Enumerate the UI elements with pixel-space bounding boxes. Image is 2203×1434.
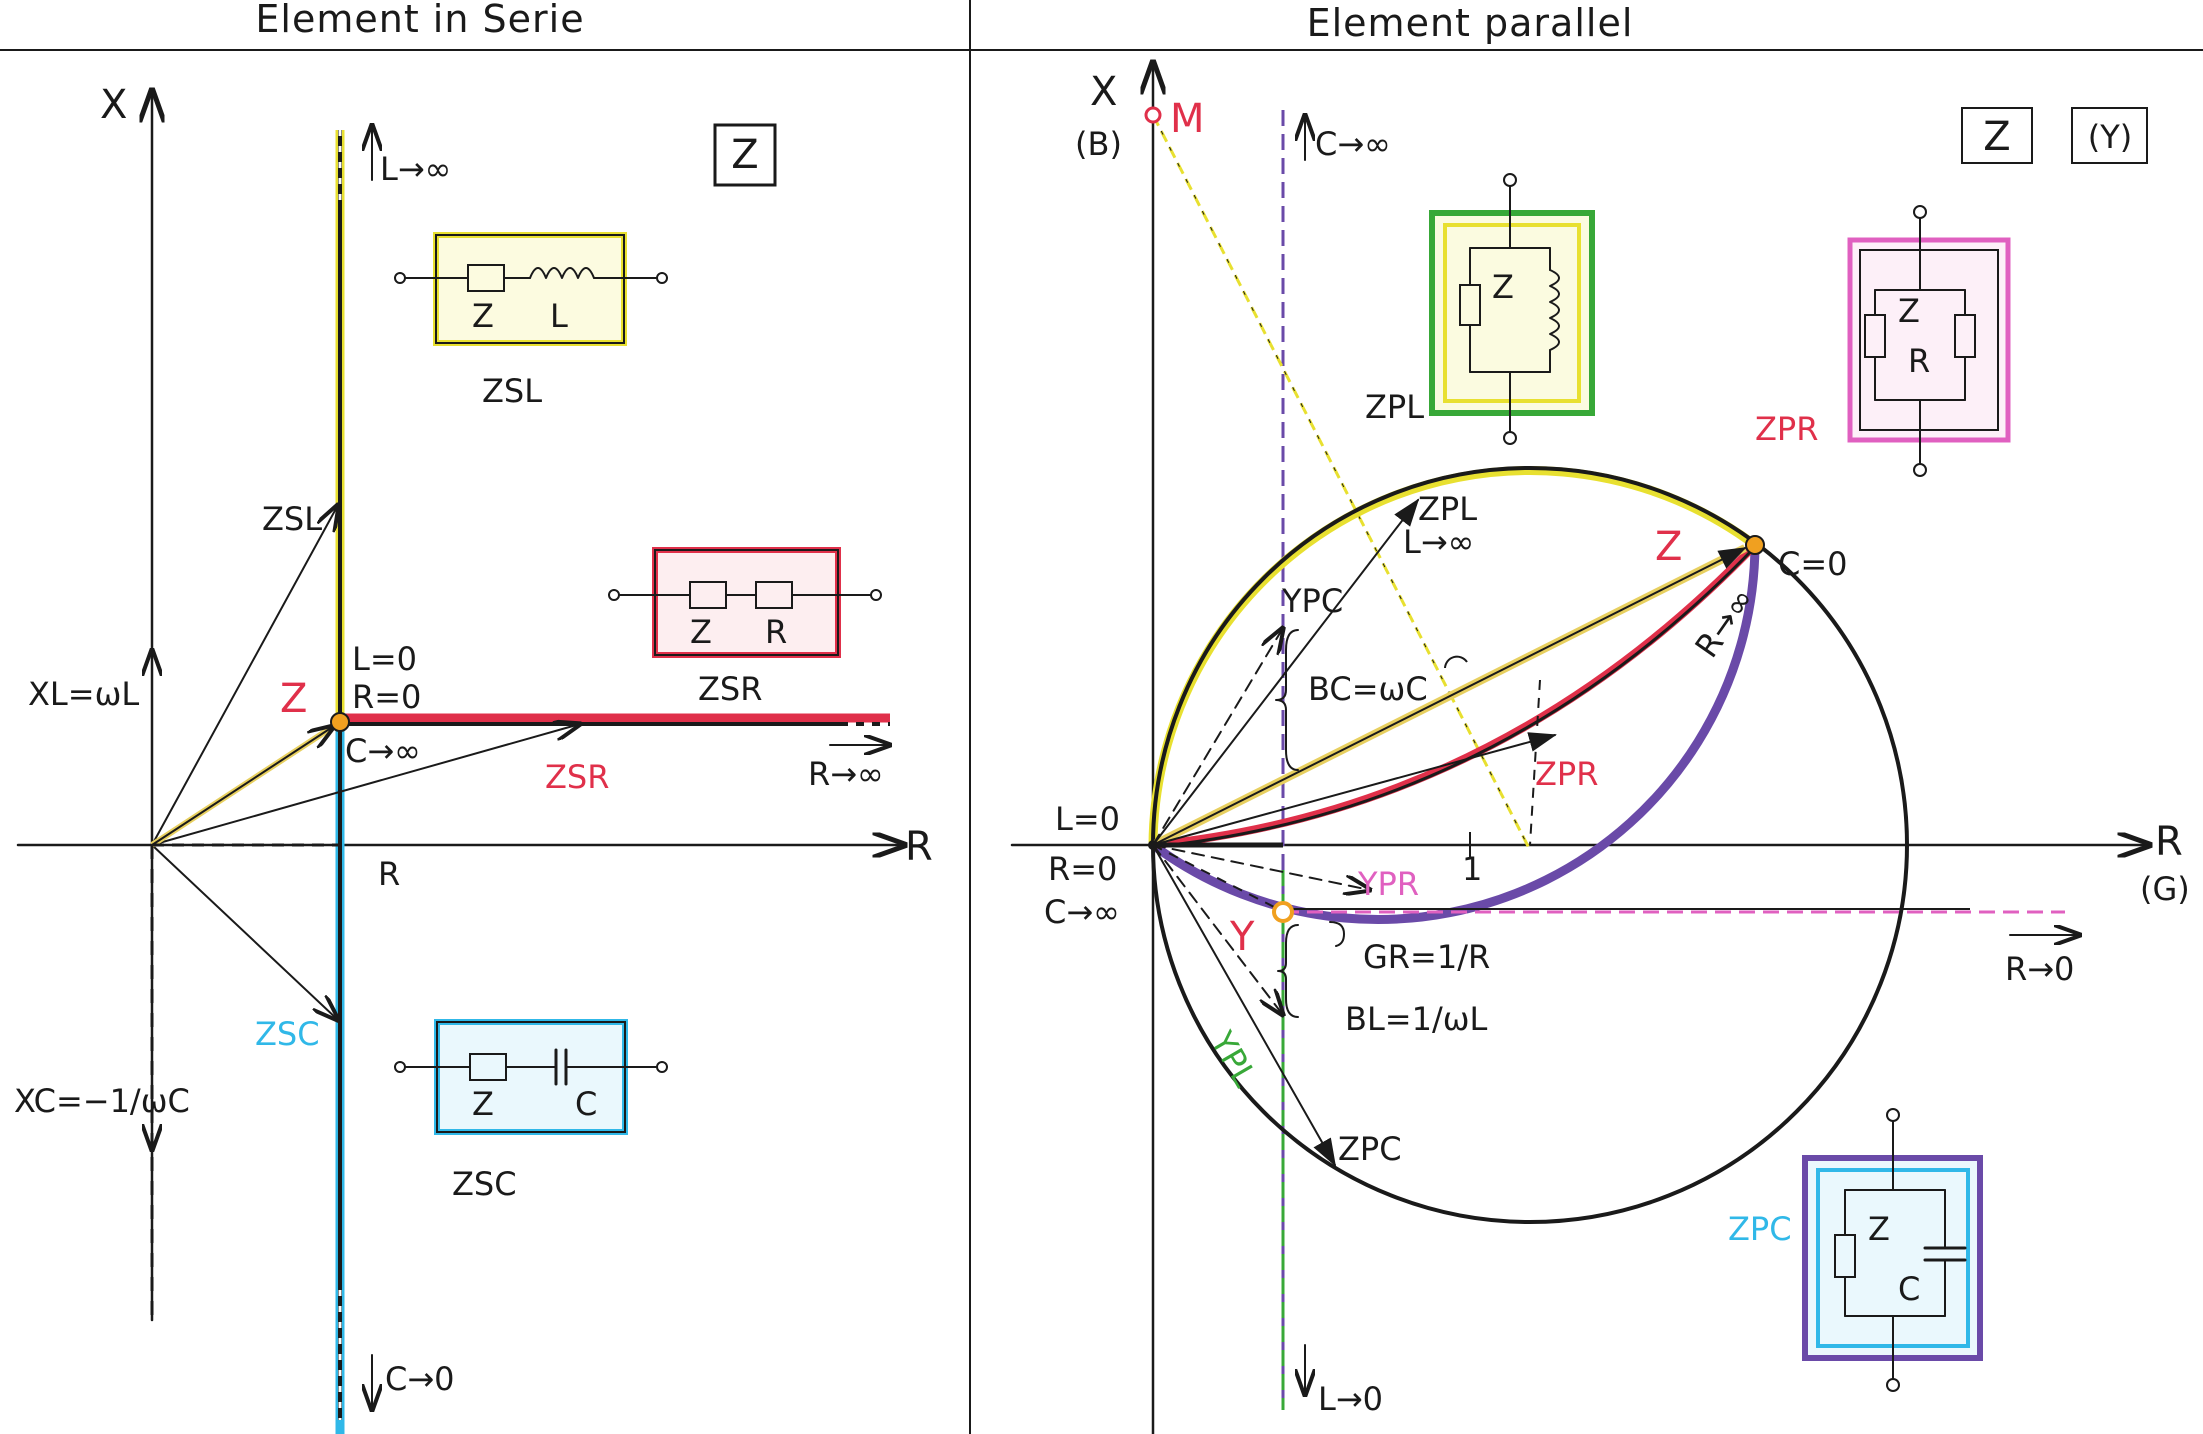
circuit-sr-r: R bbox=[765, 613, 787, 651]
xl-label: XL=ωL bbox=[28, 675, 139, 713]
parallel-c-inf: C→∞ bbox=[1044, 893, 1120, 931]
circuit-series-r bbox=[608, 547, 882, 658]
parallel-axis-g-label: (G) bbox=[2140, 870, 2190, 908]
parallel-phasors bbox=[1148, 498, 2080, 1167]
parallel-axis-r-label: R bbox=[2155, 819, 2183, 865]
zpr-label: ZPR bbox=[1535, 755, 1598, 793]
xc-label: XC=−1/ωC bbox=[14, 1082, 190, 1120]
series-z-tag-box bbox=[713, 123, 777, 187]
ypl-label: YPL bbox=[1203, 1024, 1265, 1093]
gr-label: GR=1/R bbox=[1363, 938, 1490, 976]
parallel-c-to-inf: C→∞ bbox=[1315, 125, 1391, 163]
parallel-axis-x-label: X bbox=[1090, 69, 1117, 115]
zpc-label: ZPC bbox=[1338, 1130, 1402, 1168]
parallel-braces bbox=[1275, 629, 1345, 1018]
circuit-series-l bbox=[394, 232, 668, 346]
parallel-y-label: Y bbox=[1229, 914, 1255, 960]
series-phasors bbox=[150, 505, 580, 1020]
ypr-label: YPR bbox=[1357, 865, 1419, 903]
series-r0: R=0 bbox=[352, 678, 421, 716]
circuit-parallel-r bbox=[1847, 205, 2011, 477]
zpl-label: ZPL bbox=[1418, 490, 1477, 528]
unit-tick-label: 1 bbox=[1462, 850, 1482, 888]
series-c-to-zero: C→0 bbox=[385, 1360, 455, 1398]
series-c-inf: C→∞ bbox=[345, 732, 421, 770]
parallel-r-to-zero: R→0 bbox=[2005, 950, 2074, 988]
point-m-label: M bbox=[1170, 96, 1205, 142]
bc-label: BC=ωC bbox=[1308, 670, 1428, 708]
point-m-construction bbox=[1144, 106, 1532, 851]
circuit-sr-name: ZSR bbox=[698, 670, 762, 708]
series-z-tag: Z bbox=[731, 132, 758, 178]
header-parallel: Element parallel bbox=[1307, 1, 1634, 45]
series-horizontal-locus bbox=[340, 713, 890, 745]
circuit-parallel-l bbox=[1429, 173, 1595, 445]
circuit-pc-c: C bbox=[1898, 1270, 1920, 1308]
circuit-sr-z: Z bbox=[690, 613, 712, 651]
series-axes bbox=[16, 90, 905, 1322]
circuit-pr-z: Z bbox=[1898, 292, 1920, 330]
parallel-y-point bbox=[1272, 901, 1294, 923]
parallel-y-tag: (Y) bbox=[2088, 118, 2133, 156]
ypc-label: YPC bbox=[1281, 582, 1343, 620]
parallel-y-tag-box bbox=[2071, 107, 2148, 164]
series-axis-x-label: X bbox=[100, 82, 127, 128]
series-z-label: Z bbox=[280, 676, 307, 722]
circuit-series-c bbox=[394, 1019, 668, 1135]
circuit-parallel-c bbox=[1802, 1108, 1983, 1392]
circuit-sl-z: Z bbox=[472, 297, 494, 335]
series-z-point bbox=[330, 712, 350, 732]
series-axis-r-label: R bbox=[905, 824, 933, 870]
series-vertical-locus bbox=[335, 125, 372, 1434]
circuit-sc-z: Z bbox=[472, 1085, 494, 1123]
circuit-sl-l: L bbox=[550, 297, 568, 335]
parallel-z-tag: Z bbox=[1983, 114, 2010, 160]
circuit-pr-name: ZPR bbox=[1755, 410, 1818, 448]
bl-label: BL=1/ωL bbox=[1345, 1000, 1488, 1038]
circuit-sc-c: C bbox=[575, 1085, 597, 1123]
parallel-axis-b-label: (B) bbox=[1075, 125, 1122, 163]
circuit-sl-name: ZSL bbox=[482, 372, 542, 410]
parallel-l-to-zero: L→0 bbox=[1318, 1380, 1383, 1418]
circuit-pl-name: ZPL bbox=[1365, 388, 1424, 426]
point-m bbox=[1144, 106, 1162, 124]
parallel-c0: C=0 bbox=[1778, 545, 1848, 583]
zsr-label: ZSR bbox=[545, 758, 609, 796]
zsc-label: ZSC bbox=[255, 1015, 320, 1053]
circuit-sc-name: ZSC bbox=[452, 1165, 517, 1203]
parallel-z-point bbox=[1745, 535, 1765, 555]
parallel-origin bbox=[1148, 840, 1158, 850]
parallel-z-label: Z bbox=[1655, 524, 1682, 570]
circuit-pl-z: Z bbox=[1492, 268, 1514, 306]
series-l-to-inf: L→∞ bbox=[380, 150, 451, 188]
zsl-label: ZSL bbox=[262, 500, 322, 538]
circuit-pc-name: ZPC bbox=[1728, 1210, 1792, 1248]
circuit-pc-z: Z bbox=[1868, 1210, 1890, 1248]
parallel-l-to-inf: L→∞ bbox=[1403, 523, 1474, 561]
parallel-l0: L=0 bbox=[1055, 800, 1120, 838]
series-r-to-inf: R→∞ bbox=[808, 755, 884, 793]
header-series: Element in Serie bbox=[255, 0, 584, 41]
parallel-z-tag-box bbox=[1961, 107, 2033, 164]
circuit-pr-r: R bbox=[1908, 342, 1930, 380]
series-r-tick: R bbox=[378, 855, 400, 893]
series-l0: L=0 bbox=[352, 640, 417, 678]
parallel-r0: R=0 bbox=[1048, 850, 1117, 888]
